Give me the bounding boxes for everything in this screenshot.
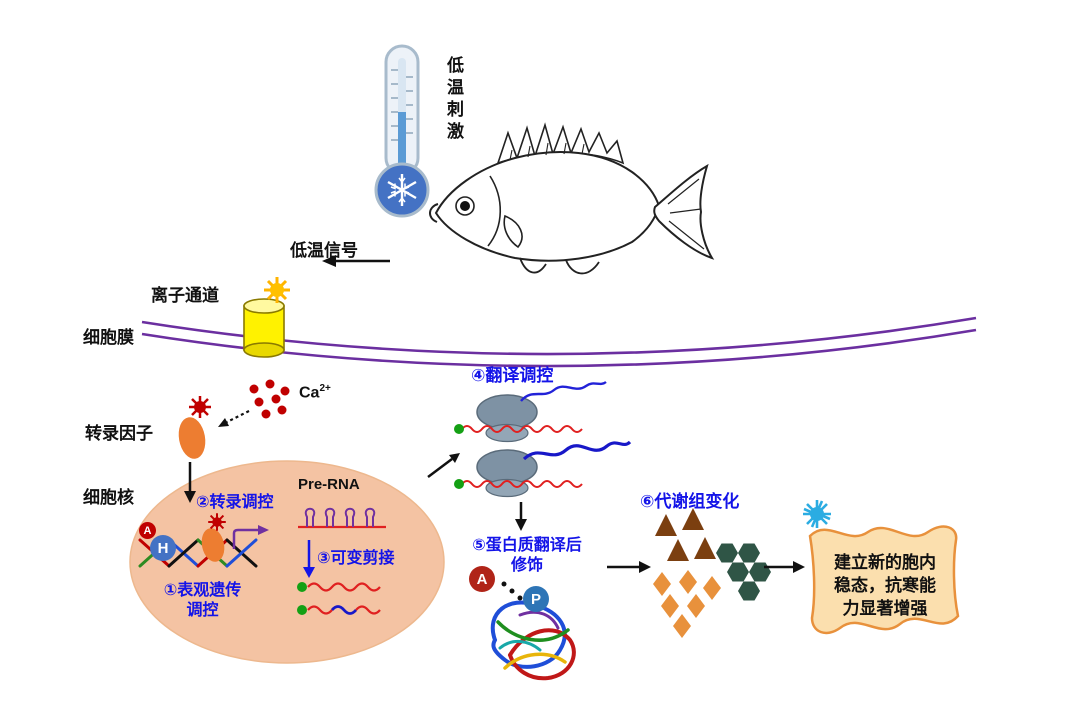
phosphorylation-badge: P bbox=[523, 586, 549, 612]
acetylation-badge-dna: A bbox=[139, 522, 156, 539]
arrow-tf-to-nucleus bbox=[184, 462, 196, 503]
fish-pectoral-fin bbox=[503, 214, 523, 249]
arrow-metabolome-to-outcome bbox=[764, 561, 805, 573]
metabolite-triangles bbox=[655, 508, 716, 561]
nascent-chain-2 bbox=[522, 440, 632, 461]
outcome-line2: 稳态，抗寒能 bbox=[834, 576, 936, 595]
nascent-chain-1 bbox=[520, 380, 607, 402]
outcome-line3: 力显著增强 bbox=[842, 599, 928, 618]
histone-badge: H bbox=[150, 535, 176, 561]
step-ptm-label: ⑤蛋白质翻译后 修饰 bbox=[448, 536, 606, 576]
cold-stimulus-label: 低温刺激 bbox=[444, 56, 463, 144]
transcription-factor-graphic bbox=[178, 396, 211, 459]
step-splicing-label: ③可变剪接 bbox=[317, 550, 395, 567]
step-translation-label: ④翻译调控 bbox=[471, 366, 554, 385]
arrow-translation-to-ptm bbox=[515, 502, 527, 531]
acetylation-badge-protein: A bbox=[469, 566, 495, 592]
step-epigenetic-line2: 调控 bbox=[186, 602, 219, 619]
ion-channel-label: 离子通道 bbox=[151, 286, 219, 305]
calcium-charge: 2+ bbox=[319, 383, 331, 394]
pre-rna-structure bbox=[298, 507, 386, 529]
step-ptm-line1: ⑤蛋白质翻译后 bbox=[472, 537, 582, 554]
thermometer-icon bbox=[374, 44, 430, 218]
arrow-nucleus-to-translation bbox=[427, 453, 460, 478]
transcription-factor-label: 转录因子 bbox=[85, 424, 153, 443]
outcome-line1: 建立新的胞内 bbox=[834, 553, 936, 572]
snowflake-icon bbox=[387, 174, 417, 206]
ribosome-1 bbox=[454, 380, 607, 443]
step-transcription-label: ②转录调控 bbox=[196, 494, 274, 511]
cold-signal-label: 低温信号 bbox=[290, 241, 358, 260]
phosphosite-dots bbox=[501, 581, 523, 601]
cell-membrane-label: 细胞膜 bbox=[83, 328, 134, 347]
channel-burst-icon bbox=[264, 277, 290, 303]
nucleus-shape bbox=[129, 460, 445, 664]
outcome-burst-icon bbox=[803, 500, 831, 528]
step-epigenetic-label: ①表观遗传 调控 bbox=[145, 581, 260, 621]
metabolite-hexagons bbox=[716, 543, 771, 601]
calcium-symbol: Ca bbox=[299, 384, 320, 402]
calcium-label: Ca2+ bbox=[299, 383, 331, 402]
pre-rna-label: Pre-RNA bbox=[298, 476, 360, 493]
spliced-mrna-products bbox=[297, 582, 381, 615]
fish-gill bbox=[487, 175, 501, 247]
tf-spiky-ligand bbox=[189, 396, 211, 418]
arrow-splicing bbox=[303, 540, 315, 578]
protein-structure bbox=[490, 600, 576, 681]
fish-tail bbox=[653, 163, 715, 260]
fish-mouth bbox=[429, 203, 439, 223]
step-ptm-line2: 修饰 bbox=[510, 557, 543, 574]
ion-channel-graphic bbox=[243, 277, 290, 358]
arrow-ptm-to-metabolome bbox=[607, 561, 651, 573]
outcome-scroll-banner bbox=[803, 500, 960, 635]
calcium-ions bbox=[249, 379, 290, 419]
promoter-arrow bbox=[232, 525, 269, 549]
ribosome-2 bbox=[454, 440, 632, 498]
tf-on-dna bbox=[201, 513, 226, 562]
flow-arrows bbox=[184, 255, 805, 573]
arrow-cold-signal bbox=[322, 255, 390, 267]
metabolite-diamonds bbox=[653, 570, 721, 638]
fish-illustration bbox=[429, 122, 715, 275]
outcome-text: 建立新的胞内 稳态，抗寒能 力显著增强 bbox=[814, 551, 956, 620]
step-epigenetic-line1: ①表观遗传 bbox=[163, 582, 242, 599]
arrow-calcium-to-tf bbox=[218, 410, 250, 427]
step-metabolome-label: ⑥代谢组变化 bbox=[640, 492, 740, 511]
nucleus-label: 细胞核 bbox=[83, 488, 134, 507]
